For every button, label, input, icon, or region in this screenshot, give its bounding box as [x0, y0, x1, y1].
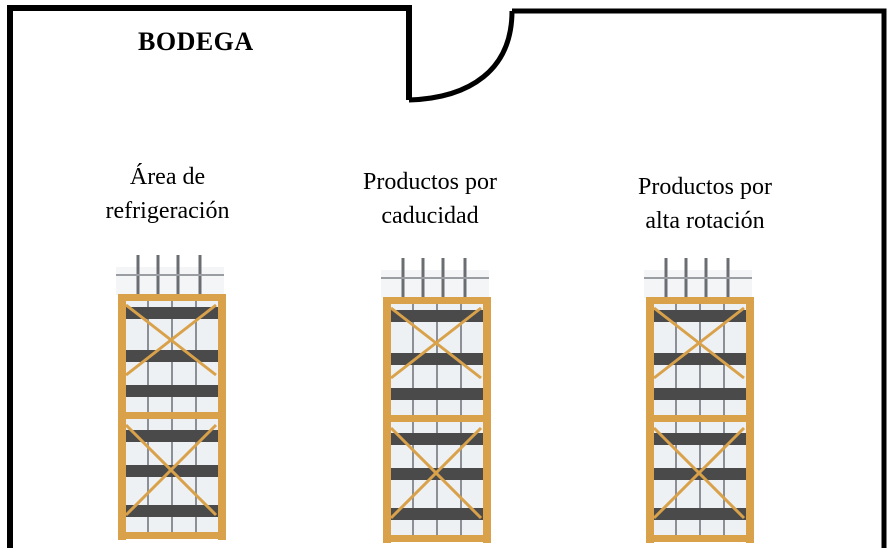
rack-beam	[383, 415, 491, 422]
door-swing	[408, 10, 515, 103]
rack-shelf	[124, 505, 220, 517]
rack-top-grid	[381, 270, 489, 298]
rack-shelf	[652, 508, 748, 520]
rack-upright-right	[218, 295, 226, 540]
rack-brace	[652, 426, 746, 520]
rack-top-grid	[644, 270, 752, 298]
rack-brace	[124, 423, 218, 517]
rack-shelf	[652, 433, 748, 445]
warehouse-title: BODEGA	[138, 27, 254, 56]
rack-shelf	[124, 385, 220, 397]
rack-brace	[389, 426, 483, 520]
rack-shelf	[652, 388, 748, 400]
rack-beam	[118, 532, 226, 539]
rack-shelf	[389, 388, 485, 400]
rack-upright-left	[646, 298, 654, 543]
rack-upright-left	[118, 295, 126, 540]
rack-refrigeration	[116, 255, 226, 540]
rack-beam	[118, 294, 226, 301]
rack-expiration	[381, 258, 491, 543]
rack-high-rotation	[644, 258, 754, 543]
area-label-line: Productos por	[638, 174, 772, 200]
rack-shelf	[124, 430, 220, 442]
area-label-high-rotation: Productos por alta rotación	[605, 170, 805, 238]
rack-shelf	[652, 310, 748, 322]
wall-left-top	[7, 5, 412, 548]
area-label-line: alta rotación	[645, 208, 765, 234]
rack-brace	[653, 306, 745, 380]
rack-shelf	[652, 353, 748, 365]
area-label-refrigeration: Área de refrigeración	[80, 160, 255, 228]
rack-brace	[390, 306, 482, 380]
rack-brace	[125, 303, 217, 377]
area-label-line: caducidad	[381, 203, 479, 229]
rack-beam	[646, 297, 754, 304]
rack-beam	[383, 297, 491, 304]
rack-upright-left	[383, 298, 391, 543]
area-label-line: Productos por	[363, 169, 497, 195]
rack-top-grid	[116, 267, 224, 295]
area-label-expiration: Productos por caducidad	[330, 165, 530, 233]
rack-shelf	[389, 353, 485, 365]
rack-beam	[383, 535, 491, 542]
rack-shelf	[389, 310, 485, 322]
rack-beam	[646, 535, 754, 542]
area-label-line: Área de	[129, 164, 206, 190]
area-label-line: refrigeración	[105, 198, 230, 224]
rack-upright-right	[746, 298, 754, 543]
rack-shelf	[124, 307, 220, 319]
rack-shelf	[389, 508, 485, 520]
rack-upright-right	[483, 298, 491, 543]
rack-shelf	[389, 433, 485, 445]
rack-shelf	[124, 350, 220, 362]
wall-right-top	[512, 8, 887, 548]
rack-beam	[118, 412, 226, 419]
rack-beam	[646, 415, 754, 422]
